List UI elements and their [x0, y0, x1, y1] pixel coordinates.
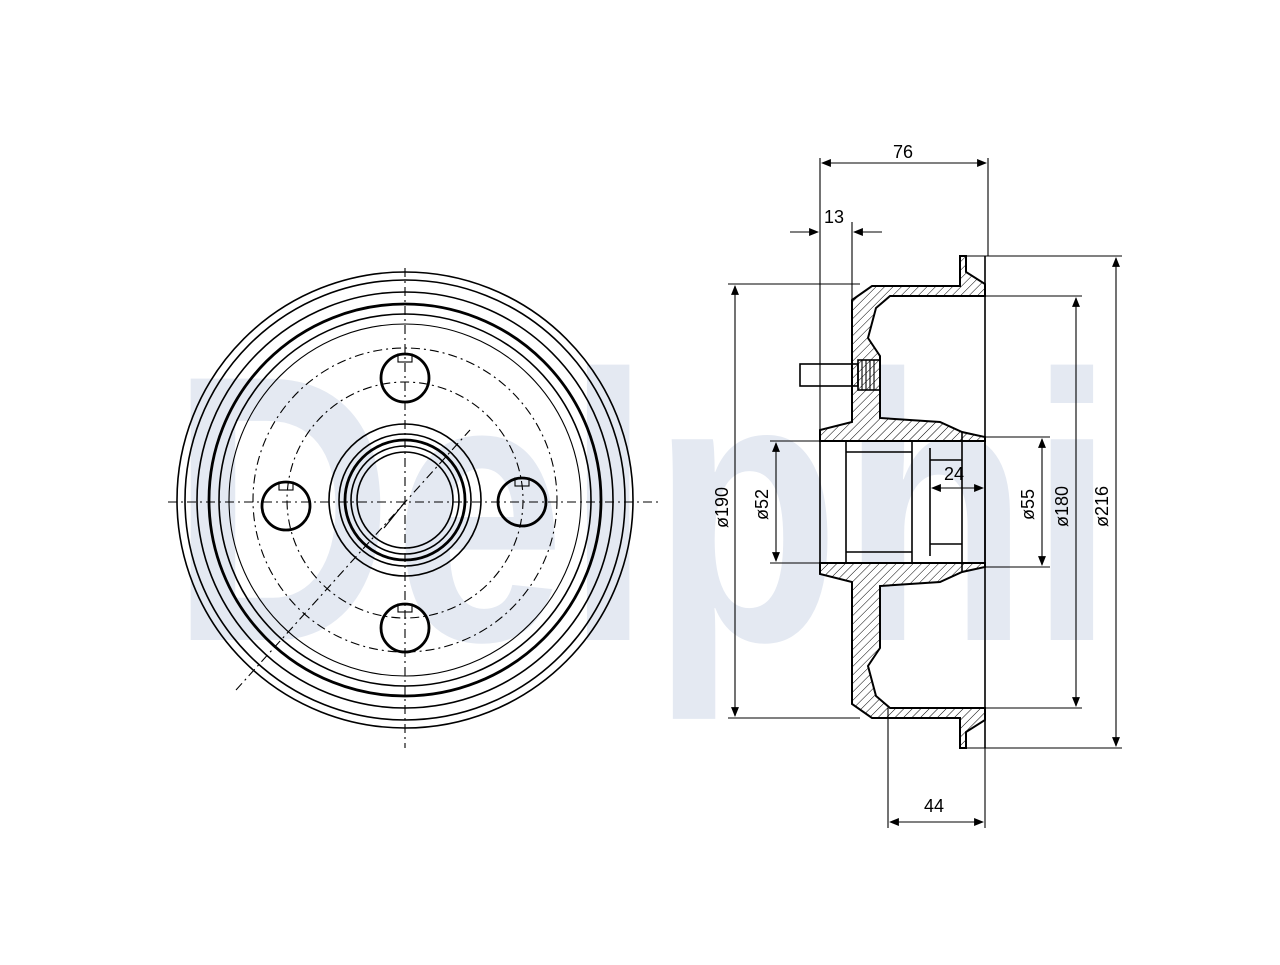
dim-outer-bore: ø55: [1018, 489, 1038, 520]
dim-outer-diameter: ø216: [1092, 486, 1112, 527]
brand-watermark: Delphi: [170, 296, 1115, 723]
section-view: [799, 255, 986, 749]
dim-overall-depth: 76: [893, 142, 913, 162]
dim-shoe-diameter: ø180: [1052, 486, 1072, 527]
stud-hole-left: [260, 480, 312, 532]
front-view: [168, 268, 660, 748]
dim-flange-thickness: 13: [824, 207, 844, 227]
dim-bearing-width: 24: [944, 464, 964, 484]
dim-braking-diameter: ø190: [712, 487, 732, 528]
dimension-lines: [728, 158, 1122, 828]
dim-hub-depth: 44: [924, 796, 944, 816]
wheel-stud: [799, 359, 881, 391]
dim-inner-bore: ø52: [752, 489, 772, 520]
